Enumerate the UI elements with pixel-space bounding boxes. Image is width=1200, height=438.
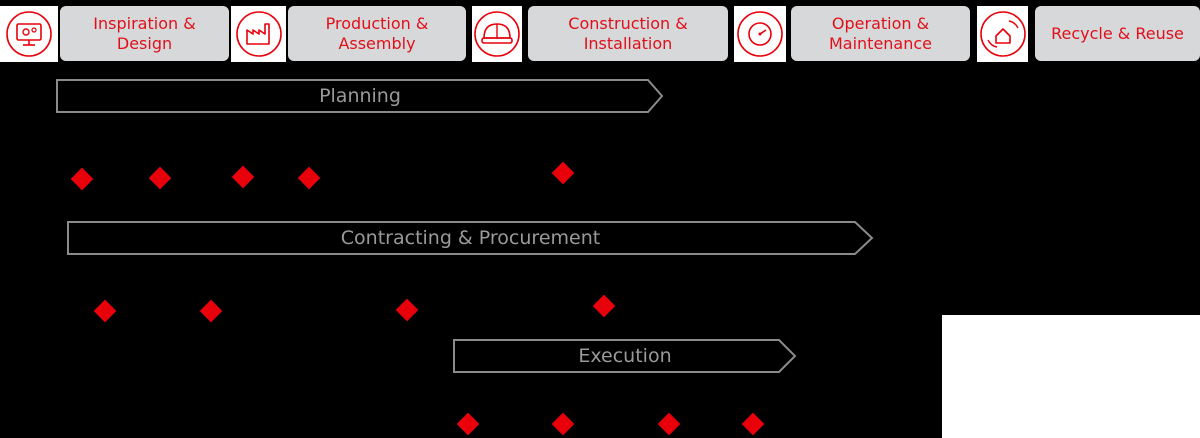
milestone-diamond	[657, 412, 681, 436]
hardhat-icon	[474, 11, 520, 57]
factory-icon	[235, 11, 282, 57]
monitor-gear-icon	[6, 11, 52, 57]
milestone-diamond	[592, 294, 616, 318]
phase-icon-operation	[734, 6, 786, 62]
planning-arrow: Planning	[56, 79, 664, 113]
milestone-diamond	[551, 412, 575, 436]
execution-label: Execution	[578, 345, 672, 367]
milestone-diamond	[148, 166, 172, 190]
contracting-label: Contracting & Procurement	[340, 227, 601, 249]
phase-icon-recycle	[977, 6, 1028, 62]
blank-panel	[942, 315, 1200, 438]
gauge-icon	[737, 11, 783, 57]
milestone-diamond	[456, 412, 480, 436]
phase-box-recycle: Recycle & Reuse	[1035, 6, 1200, 61]
contracting-arrow: Contracting & Procurement	[67, 221, 874, 255]
milestone-diamond	[70, 167, 94, 191]
milestone-diamond	[297, 166, 321, 190]
phase-icon-construction	[472, 6, 522, 62]
milestone-diamond	[231, 165, 255, 189]
execution-arrow: Execution	[453, 339, 797, 373]
phase-icon-design	[0, 6, 58, 62]
milestone-diamond	[741, 412, 765, 436]
phase-box-construction: Construction & Installation	[528, 6, 728, 61]
phase-box-design: Inspiration & Design	[60, 6, 229, 61]
hands-house-icon	[979, 11, 1026, 57]
phase-box-production: Production & Assembly	[288, 6, 466, 61]
milestone-diamond	[93, 299, 117, 323]
milestone-diamond	[395, 298, 419, 322]
phase-icon-production	[231, 6, 286, 62]
phase-box-operation: Operation & Maintenance	[791, 6, 970, 61]
milestone-diamond	[551, 161, 575, 185]
milestone-diamond	[199, 299, 223, 323]
planning-label: Planning	[319, 85, 401, 107]
